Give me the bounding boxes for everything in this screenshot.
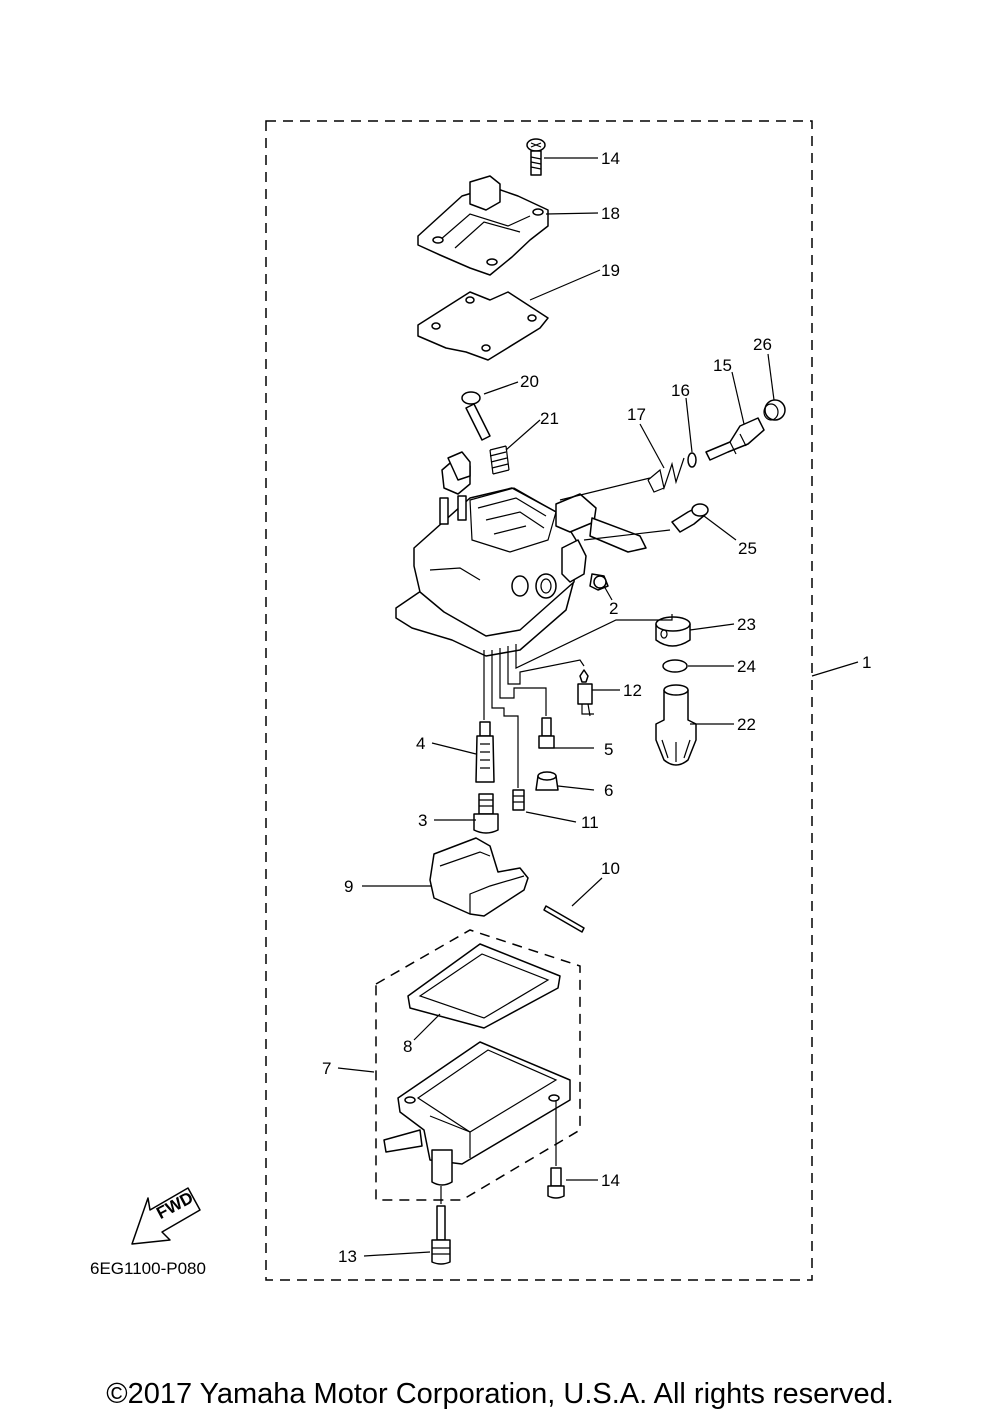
assembly-guide-lines [483, 477, 673, 788]
part-2-screw[interactable] [593, 575, 607, 589]
part-9-float[interactable] [429, 837, 529, 917]
part-6-plug[interactable] [535, 771, 559, 791]
callout-2: 2 [609, 599, 618, 618]
callout-14-bottom: 14 [601, 1171, 620, 1190]
callout-labels: 14 18 19 20 21 17 16 15 26 25 2 23 24 1 … [322, 149, 871, 1266]
callout-6: 6 [604, 781, 613, 800]
part-25-screw[interactable] [671, 503, 709, 533]
carburetor-body[interactable] [395, 451, 647, 657]
callout-16: 16 [671, 381, 690, 400]
part-8-gasket[interactable] [407, 943, 561, 1029]
callout-4: 4 [416, 734, 425, 753]
part-19-gasket[interactable] [417, 291, 549, 361]
part-7-float-bowl[interactable] [383, 1041, 571, 1186]
callout-26: 26 [753, 335, 772, 354]
part-14-bottom-screw[interactable] [547, 1100, 565, 1199]
callout-15: 15 [713, 356, 732, 375]
part-23-plunger-cap[interactable] [655, 616, 691, 647]
part-22-plunger[interactable] [655, 684, 697, 766]
fwd-arrow-icon: FWD [131, 1187, 201, 1245]
copyright-notice: ©2017 Yamaha Motor Corporation, U.S.A. A… [106, 1378, 894, 1410]
callout-8: 8 [403, 1037, 412, 1056]
callout-11: 11 [581, 813, 599, 832]
callout-25: 25 [738, 539, 757, 558]
callout-10: 10 [601, 859, 620, 878]
part-20-screw[interactable] [461, 391, 491, 441]
callout-9: 9 [344, 877, 353, 896]
callout-18: 18 [601, 204, 620, 223]
callout-22: 22 [737, 715, 756, 734]
callout-5: 5 [604, 740, 613, 759]
part-12-needle-valve[interactable] [577, 669, 594, 717]
part-18-cover[interactable] [417, 175, 549, 276]
part-3-main-jet[interactable] [473, 793, 499, 834]
callout-19: 19 [601, 261, 620, 280]
diagram-code: 6EG1100-P080 [90, 1259, 206, 1278]
part-11-screw[interactable] [512, 789, 525, 811]
part-17-spring[interactable] [647, 457, 685, 493]
callout-20: 20 [520, 372, 539, 391]
callout-7: 7 [322, 1059, 331, 1078]
part-14-top-screw[interactable] [526, 138, 546, 176]
assembly-boundary [265, 120, 813, 1281]
callout-3: 3 [418, 811, 427, 830]
leader-lines [337, 157, 859, 1257]
callout-14-top: 14 [601, 149, 620, 168]
part-10-float-pin[interactable] [543, 905, 585, 933]
callout-24: 24 [737, 657, 756, 676]
part-24-o-ring[interactable] [662, 659, 688, 673]
callout-1: 1 [862, 653, 871, 672]
callout-23: 23 [737, 615, 756, 634]
part-13-drain-screw[interactable] [431, 1186, 451, 1265]
callout-13: 13 [338, 1247, 357, 1266]
float-bowl-group-boundary [375, 929, 581, 1201]
part-21-spring[interactable] [489, 445, 510, 475]
part-26-cap[interactable] [763, 399, 786, 421]
part-5-pilot-jet[interactable] [538, 717, 555, 749]
part-4-main-nozzle[interactable] [475, 721, 495, 783]
part-15-pilot-screw[interactable] [705, 417, 765, 461]
part-16-o-ring[interactable] [687, 452, 697, 468]
callout-12: 12 [623, 681, 642, 700]
callout-21: 21 [540, 409, 559, 428]
callout-17: 17 [627, 405, 646, 424]
